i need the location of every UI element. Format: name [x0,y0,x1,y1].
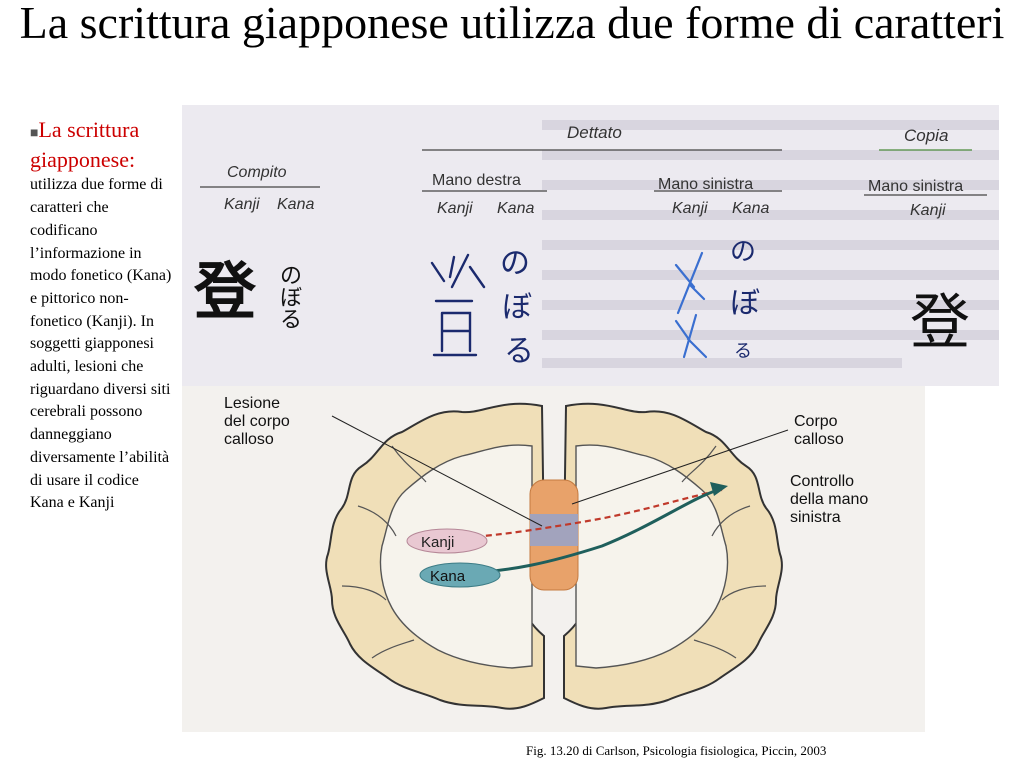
kana-pathway-arrow [451,488,719,576]
destra-kana-glyph-3: る [504,334,534,369]
destra-kanji-handwritten [430,253,486,357]
copia-kanji-label: Kanji [910,202,946,219]
lesione-label-line-2: del corpo [224,413,290,430]
compito-kanji-glyph: 登 [193,255,257,328]
sulci-lines [341,445,767,659]
sinistra-kana-label: Kana [732,200,769,217]
lesione-leader-line [331,415,543,527]
copia-label: Copia [904,126,948,145]
compito-kana-glyph-1: の [280,264,302,289]
compito-label: Compito [227,164,287,181]
sinistra-kanji-handwritten [674,251,708,359]
destra-kana-label: Kana [497,200,534,217]
kana-oval-label: Kana [430,568,466,585]
bullet-heading: La scrittura giapponese: [30,117,140,172]
dashed-pathway [455,488,723,540]
mano-sinistra-label: Mano sinistra [658,176,753,193]
kanji-oval-label: Kanji [421,534,454,551]
corpo-calloso-label-line-1: Corpo [794,413,838,430]
slide-title: La scrittura giapponese utilizza due for… [19,0,1005,48]
controllo-label-line-1: Controllo [790,473,854,490]
corpo-calloso-leader-line [571,429,789,505]
brain-figure: Kanji Kana Lesione del corpo calloso Cor… [182,386,925,732]
sinistra-kanji-label: Kanji [672,200,708,217]
bullet-text-block: ■La scrittura giapponese: utilizza due f… [30,116,172,515]
destra-kana-glyph-1: の [500,246,530,281]
sinistra-kana-glyph-1: の [730,237,756,267]
mano-sinistra-copia-label: Mano sinistra [868,178,963,195]
sinistra-kana-glyph-2: ぼ [730,286,760,321]
background-bleed-lines [542,120,999,368]
figure-caption: Fig. 13.20 di Carlson, Psicologia fisiol… [526,743,827,758]
compito-kanji-label: Kanji [224,196,260,213]
corpo-calloso-label-line-2: calloso [794,431,844,448]
bullet-body: utilizza due forme di caratteri che codi… [30,176,172,512]
controllo-label-line-2: della mano [790,491,868,508]
kana-oval [419,562,501,588]
arrow-head [710,482,728,496]
destra-kana-glyph-2: ぼ [502,290,532,325]
compito-kana-label: Kana [277,196,314,213]
kanji-oval [406,528,488,554]
handwriting-figure: Dettato Copia Compito Mano destra Mano s… [182,105,999,386]
destra-kanji-label: Kanji [437,200,473,217]
compito-kana-glyph-2: ぼ [280,286,302,311]
compito-kana-glyph-3: る [280,308,302,333]
mano-destra-label: Mano destra [432,172,521,189]
lesione-label-line-1: Lesione [224,395,280,412]
handwriting-figure-svg: Dettato Copia Compito Mano destra Mano s… [193,120,999,369]
dettato-label: Dettato [567,123,622,142]
copia-kanji-glyph: 登 [910,288,970,358]
controllo-label-line-3: sinistra [790,509,841,526]
right-white-matter [575,444,729,669]
bullet-square-icon: ■ [30,126,39,141]
lesione-label-line-3: calloso [224,431,274,448]
sinistra-kana-glyph-3: る [734,341,752,362]
brain-figure-svg: Kanji Kana Lesione del corpo calloso Cor… [224,395,868,710]
